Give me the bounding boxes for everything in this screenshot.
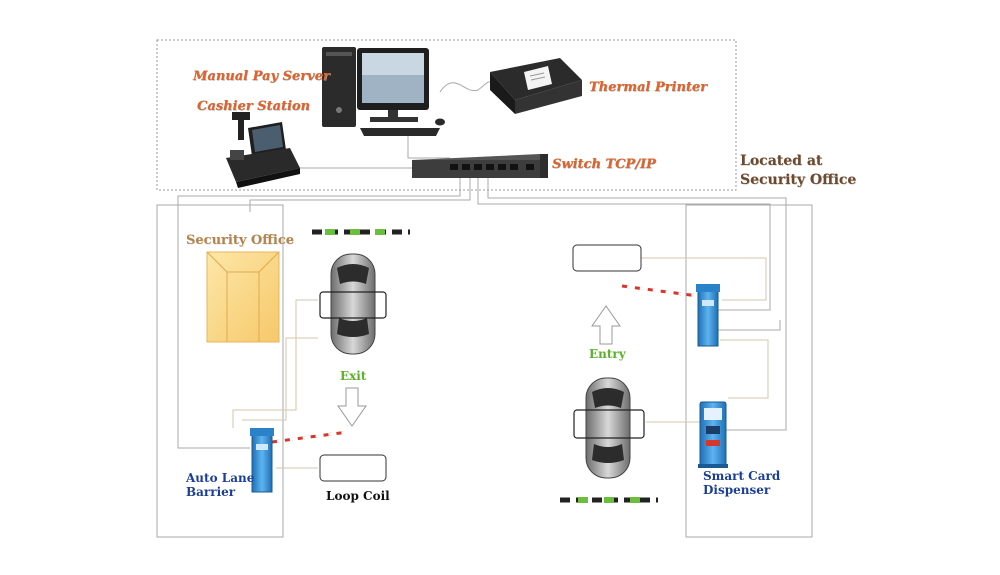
smart-card-dispenser-label-line1: Smart Card: [703, 469, 781, 483]
security-office-label: Security Office: [186, 233, 295, 248]
computer-monitor-icon: [322, 47, 445, 136]
exit-loop-coil-box: [319, 454, 387, 482]
entry-reader-box: [572, 244, 642, 272]
auto-lane-barrier-label-line2: Barrier: [186, 485, 236, 499]
entry-label: Entry: [589, 347, 626, 361]
exit-lane-enclosure: [156, 204, 284, 538]
auto-lane-barrier-label-line1: Auto Lane: [186, 471, 255, 485]
manual-pay-server-label: Manual Pay Server: [193, 69, 330, 84]
thermal-printer-icon: [490, 58, 582, 114]
entry-car-icon: [573, 377, 645, 479]
located-at-label: Located at: [740, 153, 823, 169]
entry-barrier-icon: [621, 284, 720, 347]
exit-label: Exit: [340, 369, 367, 383]
security-office-building: [206, 251, 280, 343]
thermal-printer-label: Thermal Printer: [589, 80, 708, 95]
entry-lane-enclosure: [685, 204, 813, 538]
located-security-office-label: Security Office: [740, 172, 857, 188]
loop-coil-label: Loop Coil: [326, 489, 390, 503]
loop-connectors: [232, 257, 769, 469]
switch-label: Switch TCP/IP: [552, 157, 656, 172]
control-room-box: [156, 39, 737, 191]
entry-lane-marker: [560, 497, 658, 503]
smart-card-dispenser-label-line2: Dispenser: [703, 483, 771, 497]
exit-lane-marker: [312, 229, 410, 235]
smart-card-dispenser-icon: [698, 401, 728, 468]
entry-arrow-icon: [591, 305, 621, 345]
network-cables: [177, 81, 787, 449]
exit-barrier-icon: [250, 428, 349, 493]
cashier-station-label: Cashier Station: [197, 99, 311, 114]
network-switch-icon: [412, 154, 548, 178]
exit-car-icon: [319, 253, 387, 355]
cashier-station-icon: [226, 112, 300, 188]
exit-arrow-icon: [337, 387, 367, 427]
